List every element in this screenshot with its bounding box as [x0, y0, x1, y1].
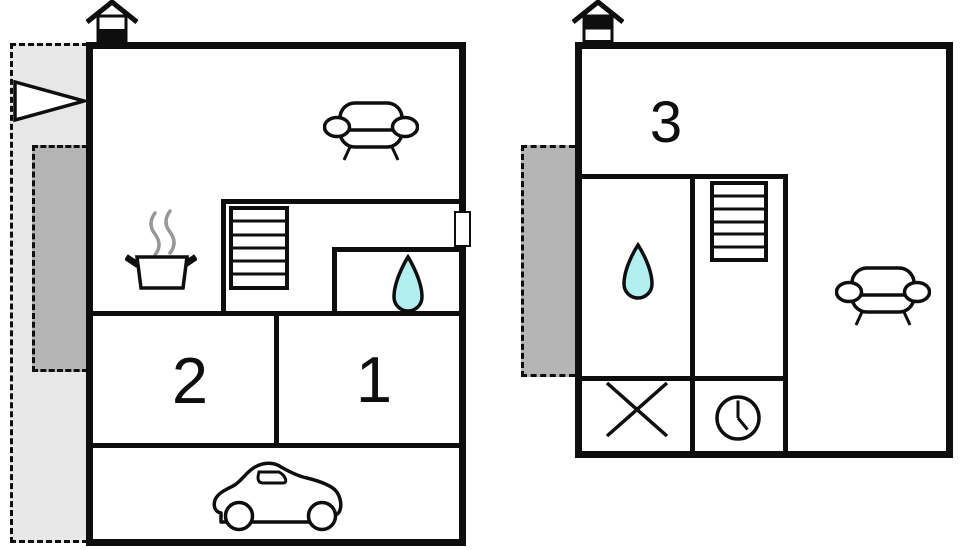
stairs-icon-upper: [710, 181, 768, 262]
wall-bedrooms-top: [93, 311, 459, 316]
wall-garage-top: [93, 443, 459, 448]
wall-upper-top: [582, 174, 788, 179]
car-icon: [212, 460, 354, 532]
balcony-patch: [521, 145, 575, 377]
clock-icon: [713, 393, 763, 443]
stairs-icon: [229, 206, 289, 290]
room-label-2: 2: [171, 344, 209, 417]
wall-hall-vertical: [221, 199, 226, 316]
wall-upper-mid-vertical: [690, 174, 695, 451]
cooking-pot-icon: [125, 207, 197, 291]
wall-bathroom-vertical: [332, 247, 337, 316]
sofa-icon-upper: [835, 265, 931, 327]
room-label-3: 3: [649, 90, 683, 155]
sofa-icon: [323, 100, 419, 162]
water-drop-icon: [390, 254, 426, 315]
door-marker: [454, 211, 471, 247]
room-label-1: 1: [355, 343, 393, 416]
wall-upper-right-vertical: [783, 174, 788, 451]
floor-level-indicator-upper-icon: [572, 0, 624, 43]
wall-bathroom-horizontal: [332, 247, 459, 252]
wall-upper-bottom: [582, 376, 788, 381]
wall-bedroom-divider: [274, 314, 279, 446]
cross-mark-icon: [604, 380, 670, 439]
entrance-arrow-icon: [13, 80, 87, 122]
wall-hall-horizontal: [221, 199, 459, 204]
water-drop-icon-upper: [621, 242, 655, 302]
floor-level-indicator-ground-icon: [86, 0, 138, 43]
terrace-patch: [32, 145, 88, 372]
